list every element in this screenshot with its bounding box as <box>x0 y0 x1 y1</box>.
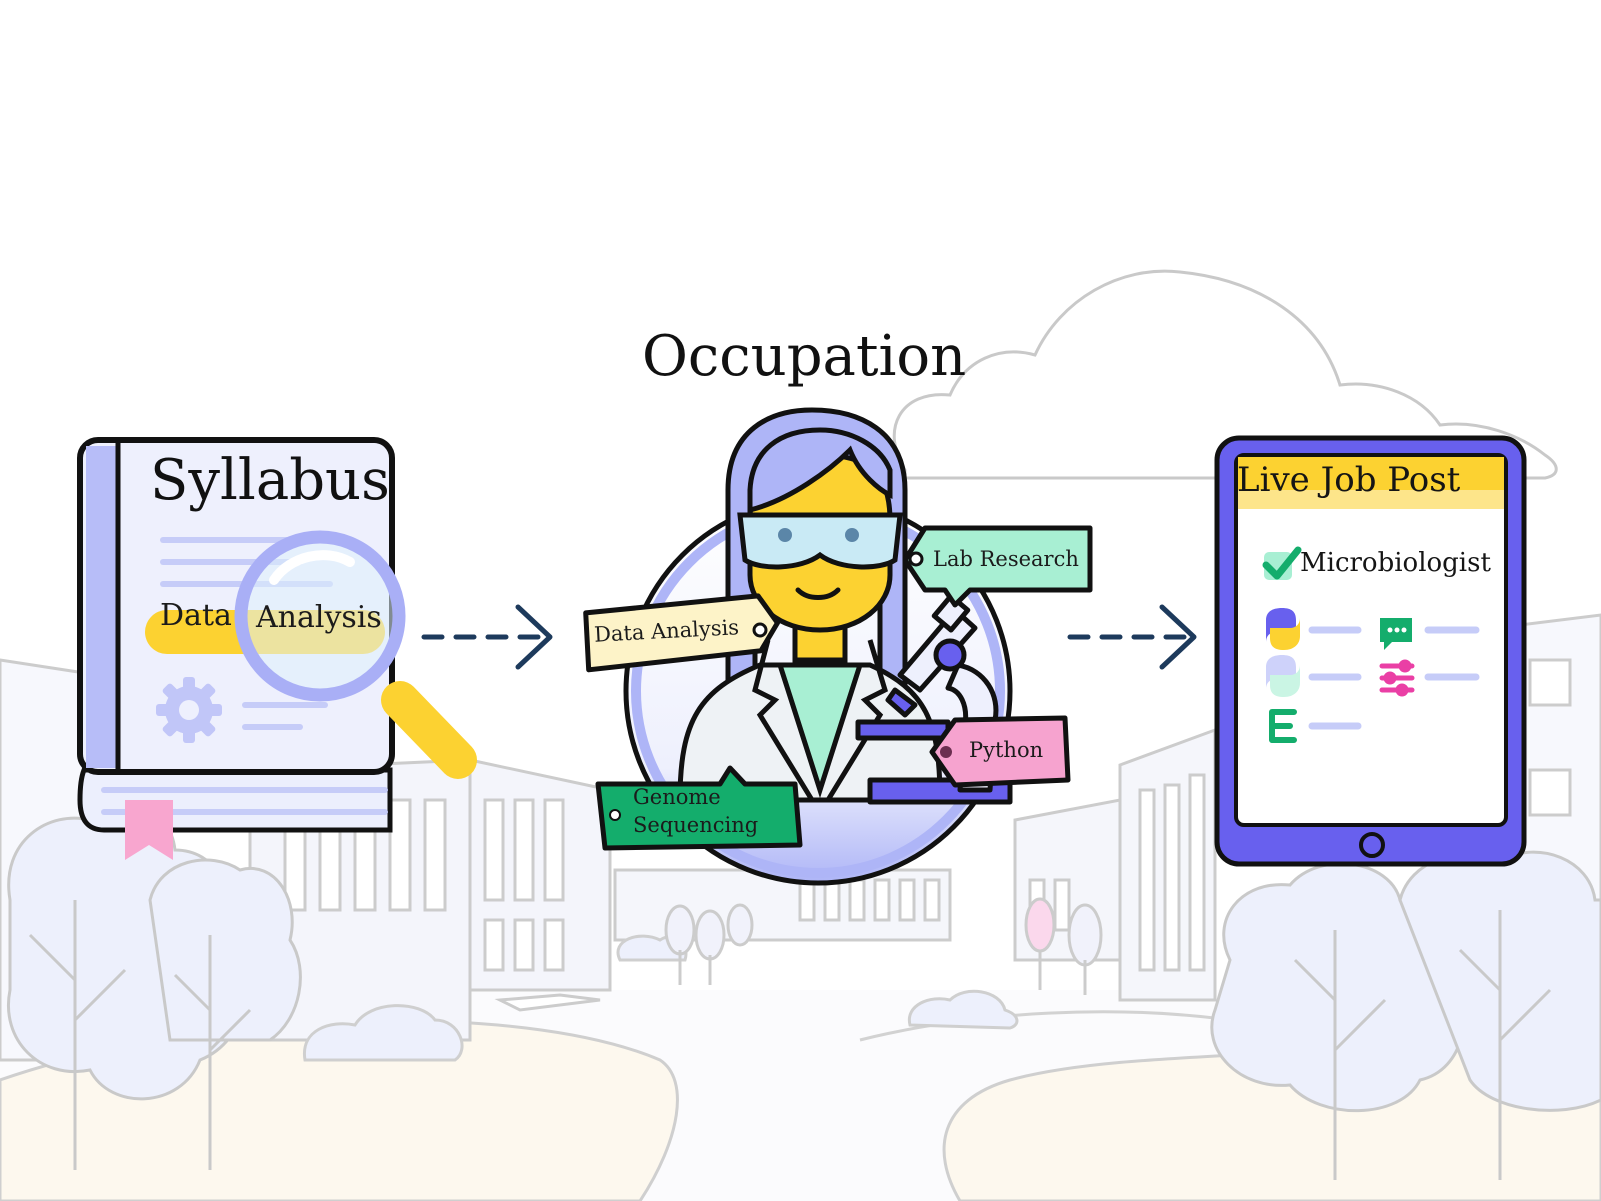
python-icon <box>1266 608 1300 650</box>
building-right-center <box>1013 727 1217 1002</box>
sliders-icon <box>1379 659 1415 697</box>
tree-right <box>1210 850 1601 1180</box>
magnifier-icon <box>234 530 477 779</box>
job-post-tablet <box>1214 435 1527 867</box>
syllabus-book <box>77 437 477 860</box>
goggles-icon <box>737 512 903 570</box>
job-title-microbiologist: Microbiologist <box>1300 548 1491 578</box>
syllabus-highlight-word-2: Analysis <box>256 600 382 635</box>
book-spine <box>86 446 118 768</box>
tag-lab-research-label: Lab Research <box>933 547 1079 571</box>
tag-genome-label-line2: Sequencing <box>633 813 759 837</box>
lawn-edge <box>859 1010 1231 1042</box>
tag-genome-label-line1: Genome <box>633 785 721 809</box>
chat-icon <box>1380 618 1412 650</box>
tag-data-analysis <box>583 593 780 673</box>
python-icon <box>1266 655 1300 697</box>
gear-icon <box>156 677 222 743</box>
small-trees <box>664 897 1103 995</box>
arrow-occupation-to-jobpost <box>1067 604 1197 670</box>
syllabus-highlight-word-1: Data <box>160 598 232 633</box>
job-post-title: Live Job Post <box>1237 460 1461 500</box>
syllabus-title: Syllabus <box>150 448 390 513</box>
tag-genome-sequencing <box>595 765 803 851</box>
tree-left <box>7 802 302 1170</box>
arrow-syllabus-to-occupation <box>421 604 553 670</box>
occupation-title: Occupation <box>642 324 967 389</box>
check-icon <box>1262 546 1302 580</box>
home-button <box>1359 832 1385 858</box>
tag-python <box>929 715 1071 788</box>
tag-lab-research <box>902 525 1093 608</box>
tag-python-label: Python <box>969 738 1044 762</box>
tablet-screen <box>1234 453 1508 827</box>
cloud-outline <box>892 269 1558 480</box>
bush <box>303 1004 464 1062</box>
bookmark-icon <box>125 800 173 860</box>
bush <box>907 989 1019 1030</box>
tool-icon <box>1269 709 1297 743</box>
